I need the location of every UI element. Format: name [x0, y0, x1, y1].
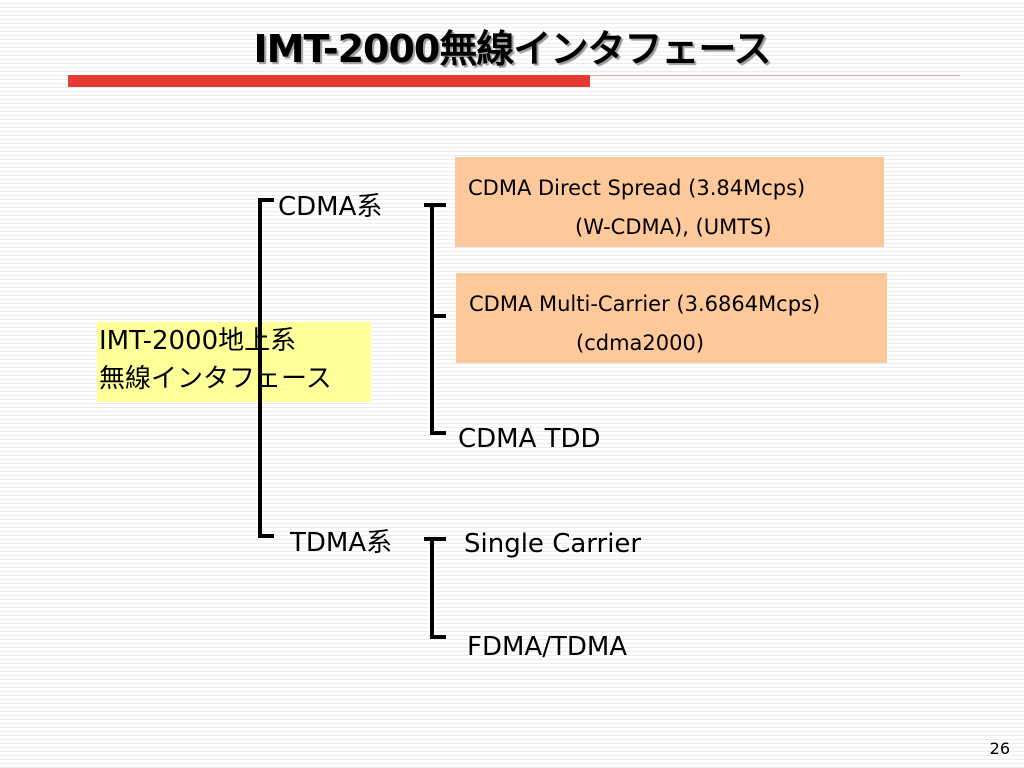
cdma-tdd-label: CDMA TDD — [458, 424, 601, 454]
tdma-category-label: TDMA系 — [290, 528, 393, 558]
title-underline-rule — [590, 75, 960, 76]
cdma-multi-carrier-line2: (cdma2000) — [576, 331, 705, 355]
cdma-bracket-mid-tick — [430, 314, 446, 318]
cdma-direct-spread-line2: (W-CDMA), (UMTS) — [575, 215, 772, 239]
title-underline-bar — [68, 75, 590, 87]
fdma-tdma-label: FDMA/TDMA — [467, 632, 628, 662]
root-node-line2: 無線インタフェース — [99, 364, 332, 394]
cdma-bracket-top-arm — [424, 203, 446, 207]
single-carrier-label: Single Carrier — [464, 529, 642, 559]
tdma-bracket-top-arm — [424, 537, 446, 541]
main-bracket-bottom-tick — [258, 534, 274, 538]
root-node-line1: IMT-2000地上系 — [99, 326, 297, 356]
slide-title: IMT-2000無線インタフェース — [253, 27, 772, 71]
cdma-category-label: CDMA系 — [278, 192, 383, 222]
cdma-direct-spread-box: CDMA Direct Spread (3.84Mcps) (W-CDMA), … — [455, 157, 884, 247]
main-bracket-vertical — [258, 198, 262, 538]
cdma-direct-spread-line1: CDMA Direct Spread (3.84Mcps) — [468, 176, 806, 200]
page-number: 26 — [989, 739, 1010, 758]
tdma-bracket-bottom-tick — [430, 635, 446, 639]
cdma-bracket-bottom-tick — [430, 431, 446, 435]
root-node: IMT-2000地上系 無線インタフェース — [97, 322, 371, 402]
cdma-multi-carrier-line1: CDMA Multi-Carrier (3.6864Mcps) — [469, 292, 821, 316]
main-bracket-top-tick — [258, 198, 274, 202]
tdma-bracket-vertical — [430, 537, 434, 639]
cdma-bracket-vertical — [430, 203, 434, 435]
cdma-multi-carrier-box: CDMA Multi-Carrier (3.6864Mcps) (cdma200… — [456, 273, 887, 363]
